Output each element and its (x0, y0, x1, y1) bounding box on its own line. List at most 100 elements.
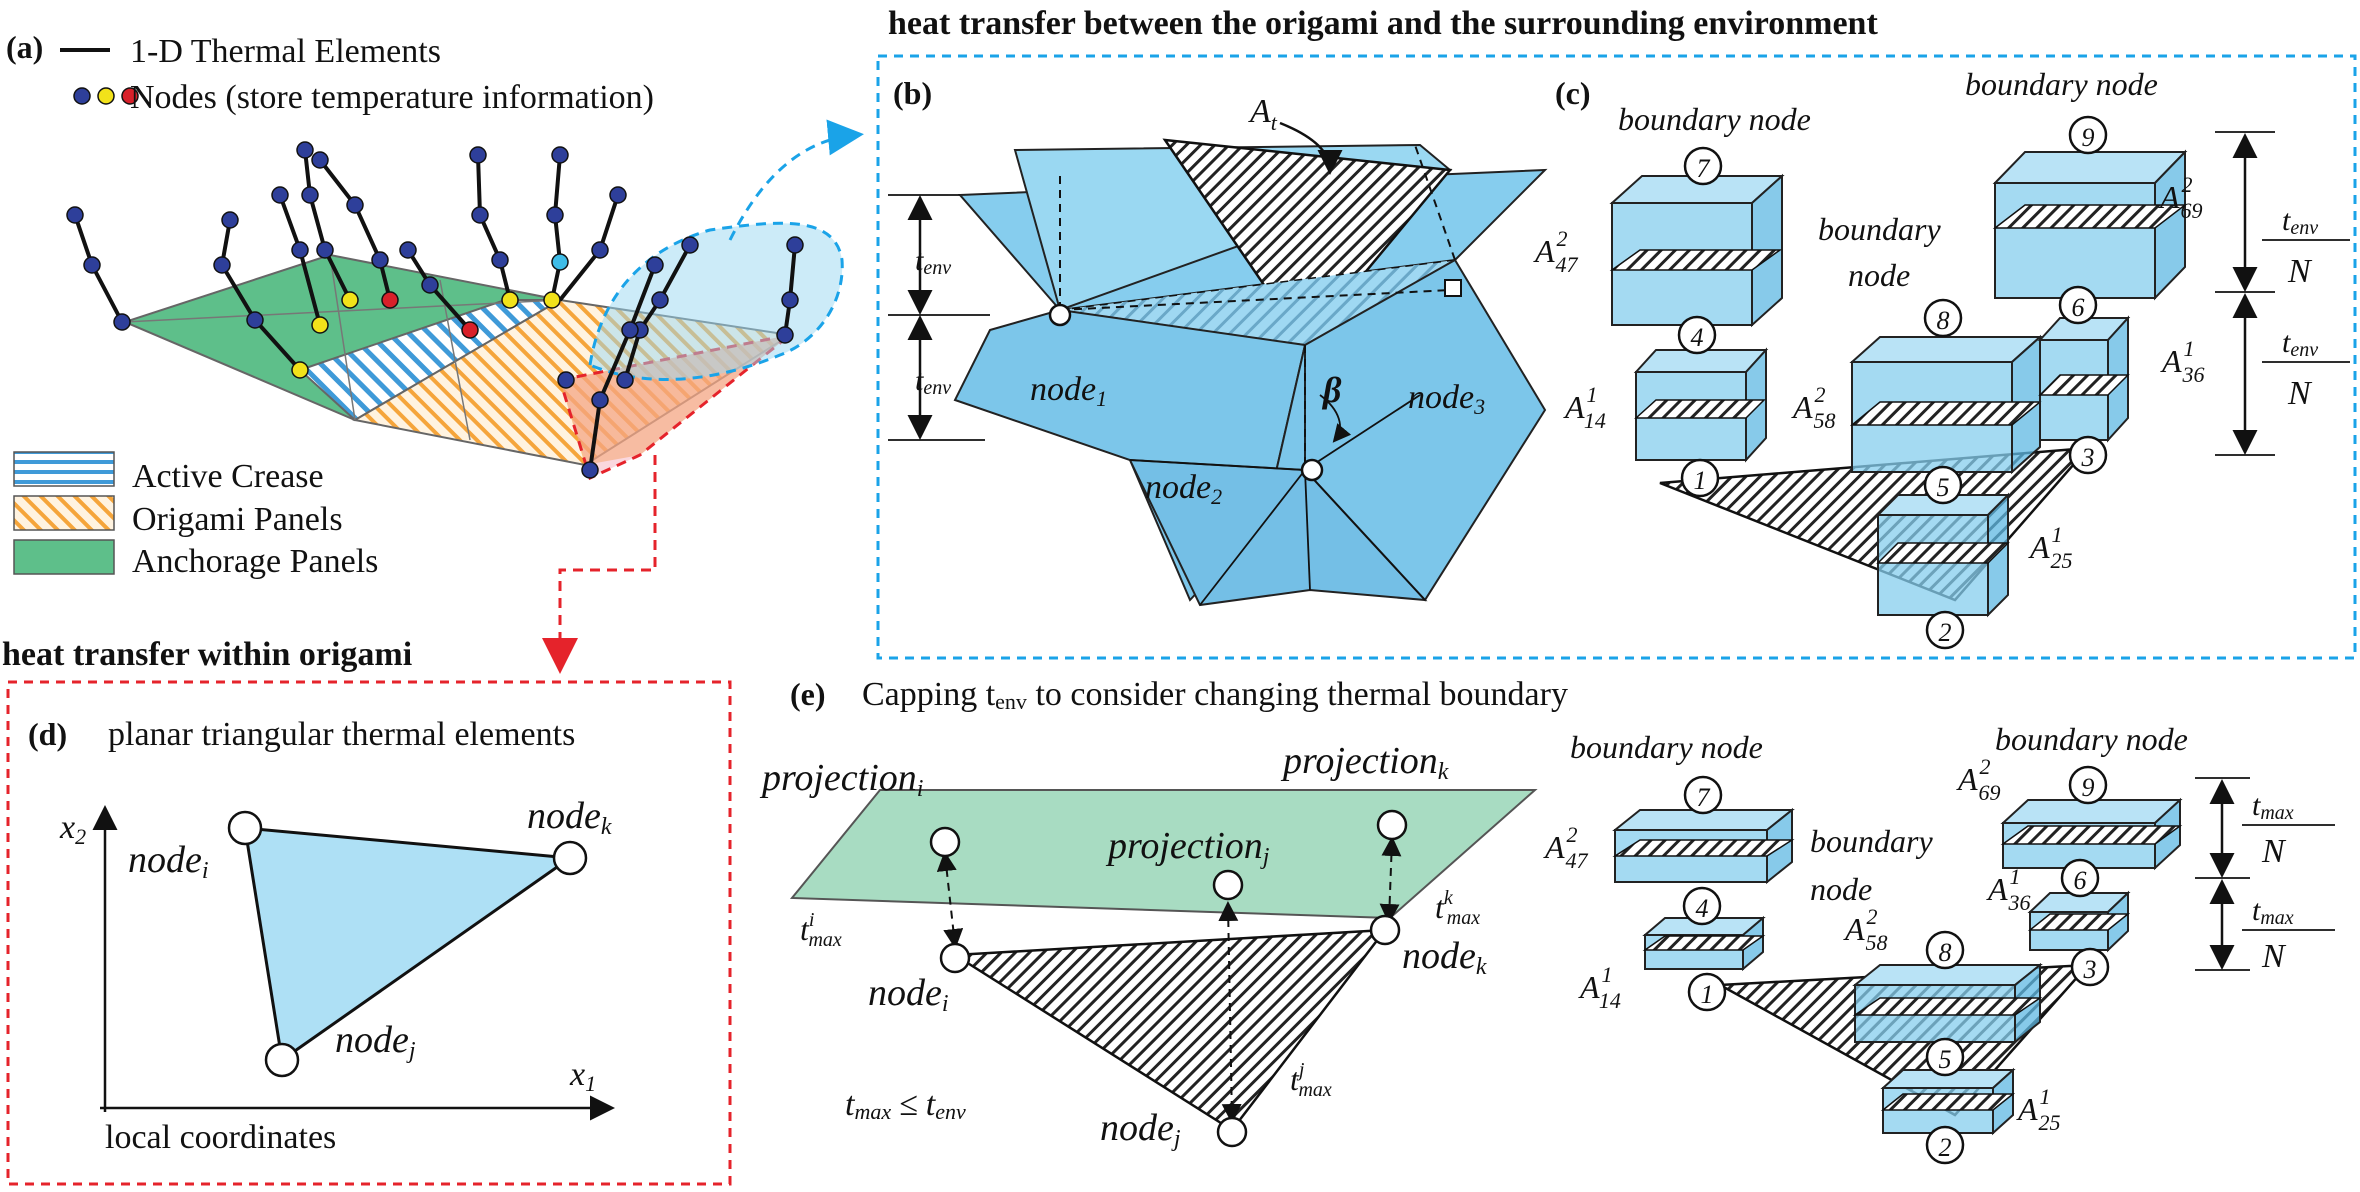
node-4 (1677, 315, 1717, 355)
node-3-marker (1444, 279, 1462, 297)
svg-text:3: 3 (2083, 955, 2097, 984)
node3-label: node3 (1408, 379, 1485, 419)
thermal-nodes (66, 141, 804, 479)
legend-crease-swatch (13, 451, 115, 487)
panel-d-label: (d) (28, 716, 67, 752)
svg-text:N: N (2261, 833, 2287, 870)
svg-text:N: N (2287, 375, 2313, 412)
svg-text:2: 2 (1939, 618, 1952, 647)
boundary-node-label-1: boundary node (1618, 101, 1811, 137)
panel-d-title: planar triangular thermal elements (108, 716, 575, 753)
projection-k-label: projectionk (1280, 740, 1449, 785)
tenv-label-lower: tenv (915, 364, 951, 399)
beta-angle-label: β (1321, 370, 1342, 410)
triangle-element-e (951, 928, 1388, 1132)
box-a58 (1849, 334, 2043, 475)
node-k-marker (552, 840, 588, 876)
legend-node-red-icon (121, 87, 139, 105)
node-3 (2068, 435, 2108, 475)
panel-c: (c) boundary node boundary node boundary… (1533, 66, 2350, 650)
legend-crease-label: Active Crease (132, 458, 324, 495)
projection-k-marker (1376, 809, 1408, 841)
node-5 (1923, 465, 1963, 505)
within-frame (6, 680, 732, 1186)
svg-text:8: 8 (1937, 306, 1950, 335)
boundary-node-label-2: boundary node (1965, 66, 2158, 102)
tenv-label-upper: tenv (915, 244, 951, 279)
node-j-label: nodej (335, 1019, 416, 1064)
node-i-marker-e (939, 942, 971, 974)
legend-origami-swatch (13, 495, 115, 531)
panel-a-label: (a) (6, 29, 43, 65)
panel-b: (b) At tenv tenv node1 node2 node3 β (888, 75, 1548, 607)
legend-origami-label: Origami Panels (132, 501, 343, 538)
svg-text:6: 6 (2072, 293, 2085, 322)
svg-text:9: 9 (2082, 123, 2095, 152)
legend-node-blue-icon (73, 87, 91, 105)
svg-text:2: 2 (1939, 1133, 1952, 1162)
node-j-marker-e (1216, 1116, 1248, 1148)
node-k-marker-e (1369, 914, 1401, 946)
planar-triangle (243, 826, 575, 1063)
tmax-over-n-upper: tmax (2252, 789, 2294, 824)
box-a69 (1992, 149, 2188, 301)
box-a36 (2037, 315, 2131, 443)
svg-text:7: 7 (1697, 783, 1711, 812)
node-8 (1923, 298, 1963, 338)
panel-c-label: (c) (1555, 75, 1591, 111)
within-arrow (542, 455, 657, 674)
svg-text:6: 6 (2074, 866, 2087, 895)
tenv-over-n-lower: tenv (2282, 326, 2318, 361)
node-i-label-e: nodei (868, 972, 949, 1017)
node-2 (1925, 610, 1965, 650)
svg-text:5: 5 (1937, 473, 1950, 502)
node-word-e: node (1810, 871, 1872, 907)
panel-d: (d) planar triangular thermal elements x… (28, 716, 615, 1156)
title-within: heat transfer within origami (2, 636, 412, 673)
svg-text:4: 4 (1696, 894, 1709, 923)
at-label: At (1248, 93, 1278, 135)
environment-frame (876, 54, 2357, 660)
box-a47 (1609, 173, 1785, 328)
local-coordinates-label: local coordinates (105, 1119, 336, 1156)
inequality-label: tmax≤tenv (845, 1086, 966, 1124)
node-j-label-e: nodej (1100, 1107, 1181, 1152)
box-a14 (1633, 347, 1769, 463)
svg-text:9: 9 (2082, 773, 2095, 802)
legend-anchorage-label: Anchorage Panels (132, 543, 378, 580)
node2-label: node2 (1145, 469, 1222, 509)
node1-label: node1 (1030, 371, 1107, 411)
svg-text:1: 1 (1694, 466, 1707, 495)
svg-text:1: 1 (1701, 980, 1714, 1009)
projection-i-marker (929, 826, 961, 858)
projection-i-label: projectioni (759, 757, 923, 802)
svg-text:N: N (2261, 938, 2287, 975)
panel-e: (e) Capping tenv to consider changing th… (759, 676, 2335, 1165)
environment-arrow (728, 119, 864, 241)
svg-text:4: 4 (1691, 323, 1704, 352)
projection-j-label: projectionj (1105, 825, 1270, 870)
node-i-marker (227, 810, 263, 846)
svg-text:5: 5 (1939, 1045, 1952, 1074)
node-j-marker (264, 1042, 300, 1078)
tmax-over-n-lower: tmax (2252, 894, 2294, 929)
node-6 (2058, 285, 2098, 325)
legend-node-yellow-icon (97, 87, 115, 105)
x2-axis-label: x2 (59, 809, 86, 849)
svg-text:8: 8 (1939, 938, 1952, 967)
environment-callout (588, 221, 844, 381)
boundary-node-label-e2: boundary node (1995, 721, 2188, 757)
boundary-node-label-e1: boundary node (1570, 729, 1763, 765)
